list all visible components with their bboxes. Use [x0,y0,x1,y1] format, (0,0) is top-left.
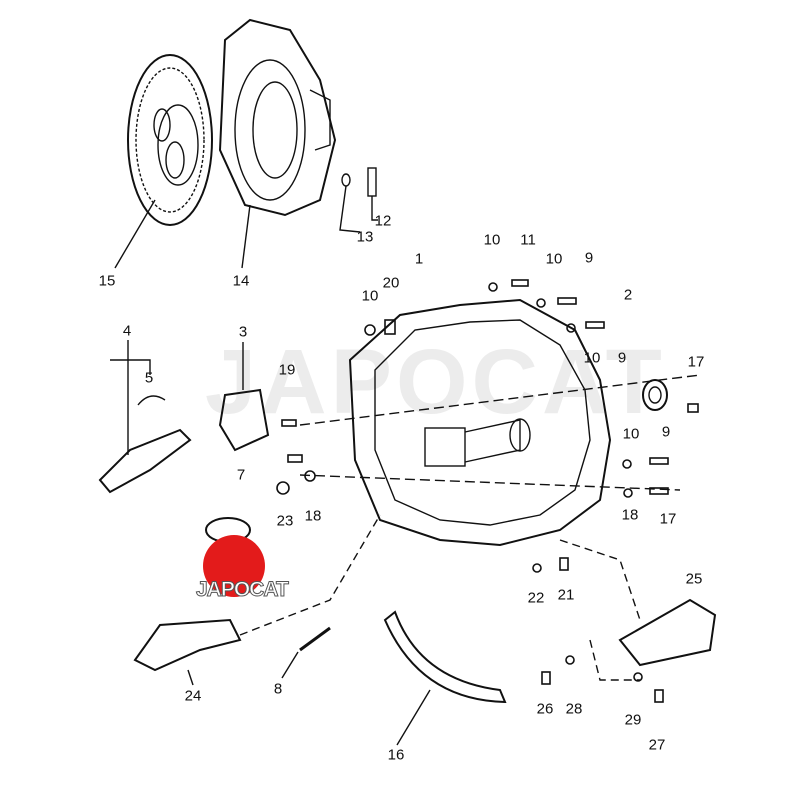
callout-8: 8 [273,680,283,698]
pressure-plate [218,18,337,217]
callout-20: 20 [382,274,400,292]
callout-18: 18 [304,507,322,525]
callout-25: 25 [685,570,703,588]
callout-1: 1 [414,250,424,268]
logo-text: JAPOCAT [196,578,290,602]
callout-9: 9 [661,423,671,441]
callout-26: 26 [536,700,554,718]
fasteners [276,279,699,703]
callout-13: 13 [356,228,374,246]
callout-17: 17 [659,510,677,528]
callout-19: 19 [278,361,296,379]
callout-10: 10 [483,231,501,249]
callout-15: 15 [98,272,116,290]
callout-27: 27 [648,736,666,754]
callout-11: 11 [520,231,536,249]
japocat-logo [203,535,265,597]
callout-23: 23 [276,512,294,530]
callout-10: 10 [622,425,640,443]
callout-9: 9 [617,349,627,367]
callout-5: 5 [144,369,154,387]
callout-18: 18 [621,506,639,524]
clutch-disc [127,54,213,226]
callout-3: 3 [238,323,248,341]
callout-16: 16 [387,746,405,764]
callout-22: 22 [527,589,545,607]
callout-10: 10 [361,287,379,305]
callout-10: 10 [545,250,563,268]
callout-2: 2 [623,286,633,304]
bolt-12-13 [339,167,378,233]
callout-28: 28 [565,700,583,718]
callout-7: 7 [236,466,246,484]
callout-21: 21 [557,586,575,604]
transmission-housing [299,298,701,547]
watermark: JAPOCAT [205,331,666,433]
callout-24: 24 [184,687,202,705]
callout-12: 12 [374,212,392,230]
callout-4: 4 [122,322,132,340]
callout-17: 17 [687,353,705,371]
callout-9: 9 [584,249,594,267]
callout-14: 14 [232,272,250,290]
callout-29: 29 [624,711,642,729]
callout-10: 10 [583,349,601,367]
